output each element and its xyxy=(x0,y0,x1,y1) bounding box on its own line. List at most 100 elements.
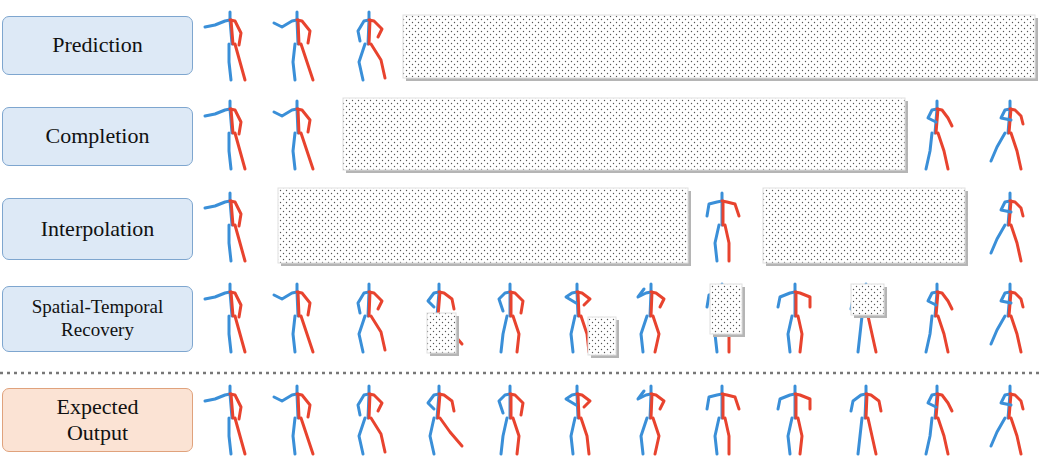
skeleton-limb xyxy=(293,133,295,169)
skeleton-figure xyxy=(358,12,385,80)
skeleton-limb xyxy=(1011,316,1021,352)
skeleton-limb xyxy=(513,316,519,352)
skeleton-limb xyxy=(1010,201,1023,216)
skeleton-limb xyxy=(301,316,313,352)
skeleton-limb xyxy=(1001,292,1011,303)
skeleton-limb xyxy=(437,386,439,418)
skeleton-figure xyxy=(778,386,810,454)
skeleton-limb xyxy=(440,418,462,446)
skeleton-limb xyxy=(231,20,233,44)
skeleton-limb xyxy=(1011,133,1021,169)
skeleton-limb xyxy=(795,292,798,316)
skeleton-limb xyxy=(722,394,739,409)
skeleton-limb xyxy=(1010,109,1023,124)
task-box: Interpolation xyxy=(2,198,193,260)
skeleton-limb xyxy=(991,225,1005,253)
skeleton-limb xyxy=(293,316,295,352)
skeleton-limb xyxy=(868,418,876,454)
skeleton-limb xyxy=(788,316,792,352)
skeleton-figure xyxy=(991,101,1023,169)
skeleton-limb xyxy=(725,225,729,261)
skeleton-limb xyxy=(369,20,382,37)
skeleton-limb xyxy=(865,386,866,418)
skeleton-figure xyxy=(205,386,245,454)
skeleton-limb xyxy=(358,20,369,41)
skeleton-limb xyxy=(926,133,932,169)
skeleton-limb xyxy=(229,418,231,454)
skeleton-limb xyxy=(928,292,937,305)
skeleton-limb xyxy=(577,292,590,305)
skeleton-limb xyxy=(1001,201,1011,212)
skeleton-limb xyxy=(230,20,241,45)
skeleton-limb xyxy=(653,316,659,352)
skeleton-limb xyxy=(721,386,724,418)
skeleton-limb xyxy=(230,193,232,225)
skeleton-limb xyxy=(235,225,245,261)
skeleton-figure xyxy=(851,386,881,454)
skeleton-limb xyxy=(935,386,937,418)
skeleton-figure xyxy=(991,386,1023,454)
skeleton-limb xyxy=(510,292,523,313)
skeleton-limb xyxy=(778,292,795,307)
skeleton-limb xyxy=(868,316,876,352)
skeleton-limb xyxy=(358,292,369,313)
skeleton-limb xyxy=(638,391,651,399)
skeleton-limb xyxy=(368,284,369,316)
skeleton-limb xyxy=(230,201,241,226)
skeleton-figure xyxy=(566,386,590,454)
skeleton-figure xyxy=(566,284,590,352)
skeleton-limb xyxy=(274,20,297,27)
skeleton-limb xyxy=(1011,418,1021,454)
skeleton-figure xyxy=(499,284,523,352)
skeleton-limb xyxy=(707,201,722,216)
skeleton-limb xyxy=(1008,284,1010,316)
skeleton-limb xyxy=(991,316,1005,344)
skeleton-limb xyxy=(301,418,313,454)
skeleton-limb xyxy=(571,316,575,352)
skeleton-limb xyxy=(235,44,245,80)
skeleton-limb xyxy=(578,394,579,418)
skeleton-limb xyxy=(359,418,365,454)
skeleton-limb xyxy=(1008,193,1010,225)
skeleton-limb xyxy=(230,284,232,316)
skeleton-limb xyxy=(991,133,1005,161)
skeleton-figure xyxy=(926,101,952,169)
skeleton-limb xyxy=(794,284,797,316)
skeleton-limb xyxy=(577,386,578,418)
skeleton-limb xyxy=(293,44,295,80)
skeleton-figure xyxy=(707,193,739,261)
skeleton-limb xyxy=(651,394,664,409)
skeleton-limb xyxy=(651,292,652,316)
skeleton-limb xyxy=(722,201,725,225)
dotted-mask xyxy=(588,317,616,355)
skeleton-limb xyxy=(297,12,298,44)
skeleton-limb xyxy=(298,109,299,133)
skeleton-figure xyxy=(707,386,739,454)
skeleton-limb xyxy=(371,316,385,350)
skeleton-limb xyxy=(229,316,231,352)
skeleton-figure xyxy=(926,284,952,352)
skeleton-limb xyxy=(297,101,298,133)
skeleton-limb xyxy=(722,394,725,418)
skeleton-limb xyxy=(510,292,513,316)
skeleton-limb xyxy=(371,44,385,78)
skeleton-limb xyxy=(229,225,231,261)
skeleton-limb xyxy=(229,133,231,169)
skeleton-figure xyxy=(205,12,245,80)
task-label: Spatial-Temporal Recovery xyxy=(13,296,183,342)
skeleton-limb xyxy=(509,284,512,316)
skeleton-limb xyxy=(935,284,937,316)
skeleton-limb xyxy=(438,292,440,316)
skeleton-limb xyxy=(501,418,507,454)
skeleton-limb xyxy=(1011,225,1021,261)
skeleton-limb xyxy=(369,20,370,44)
skeleton-figure xyxy=(499,386,523,454)
skeleton-limb xyxy=(301,133,313,169)
task-label: Completion xyxy=(46,123,150,149)
skeleton-limb xyxy=(359,316,365,352)
skeleton-limb xyxy=(937,292,952,309)
skeleton-limb xyxy=(566,292,577,303)
skeleton-figure xyxy=(205,284,245,352)
skeleton-limb xyxy=(641,316,647,352)
skeleton-limb xyxy=(439,394,454,411)
